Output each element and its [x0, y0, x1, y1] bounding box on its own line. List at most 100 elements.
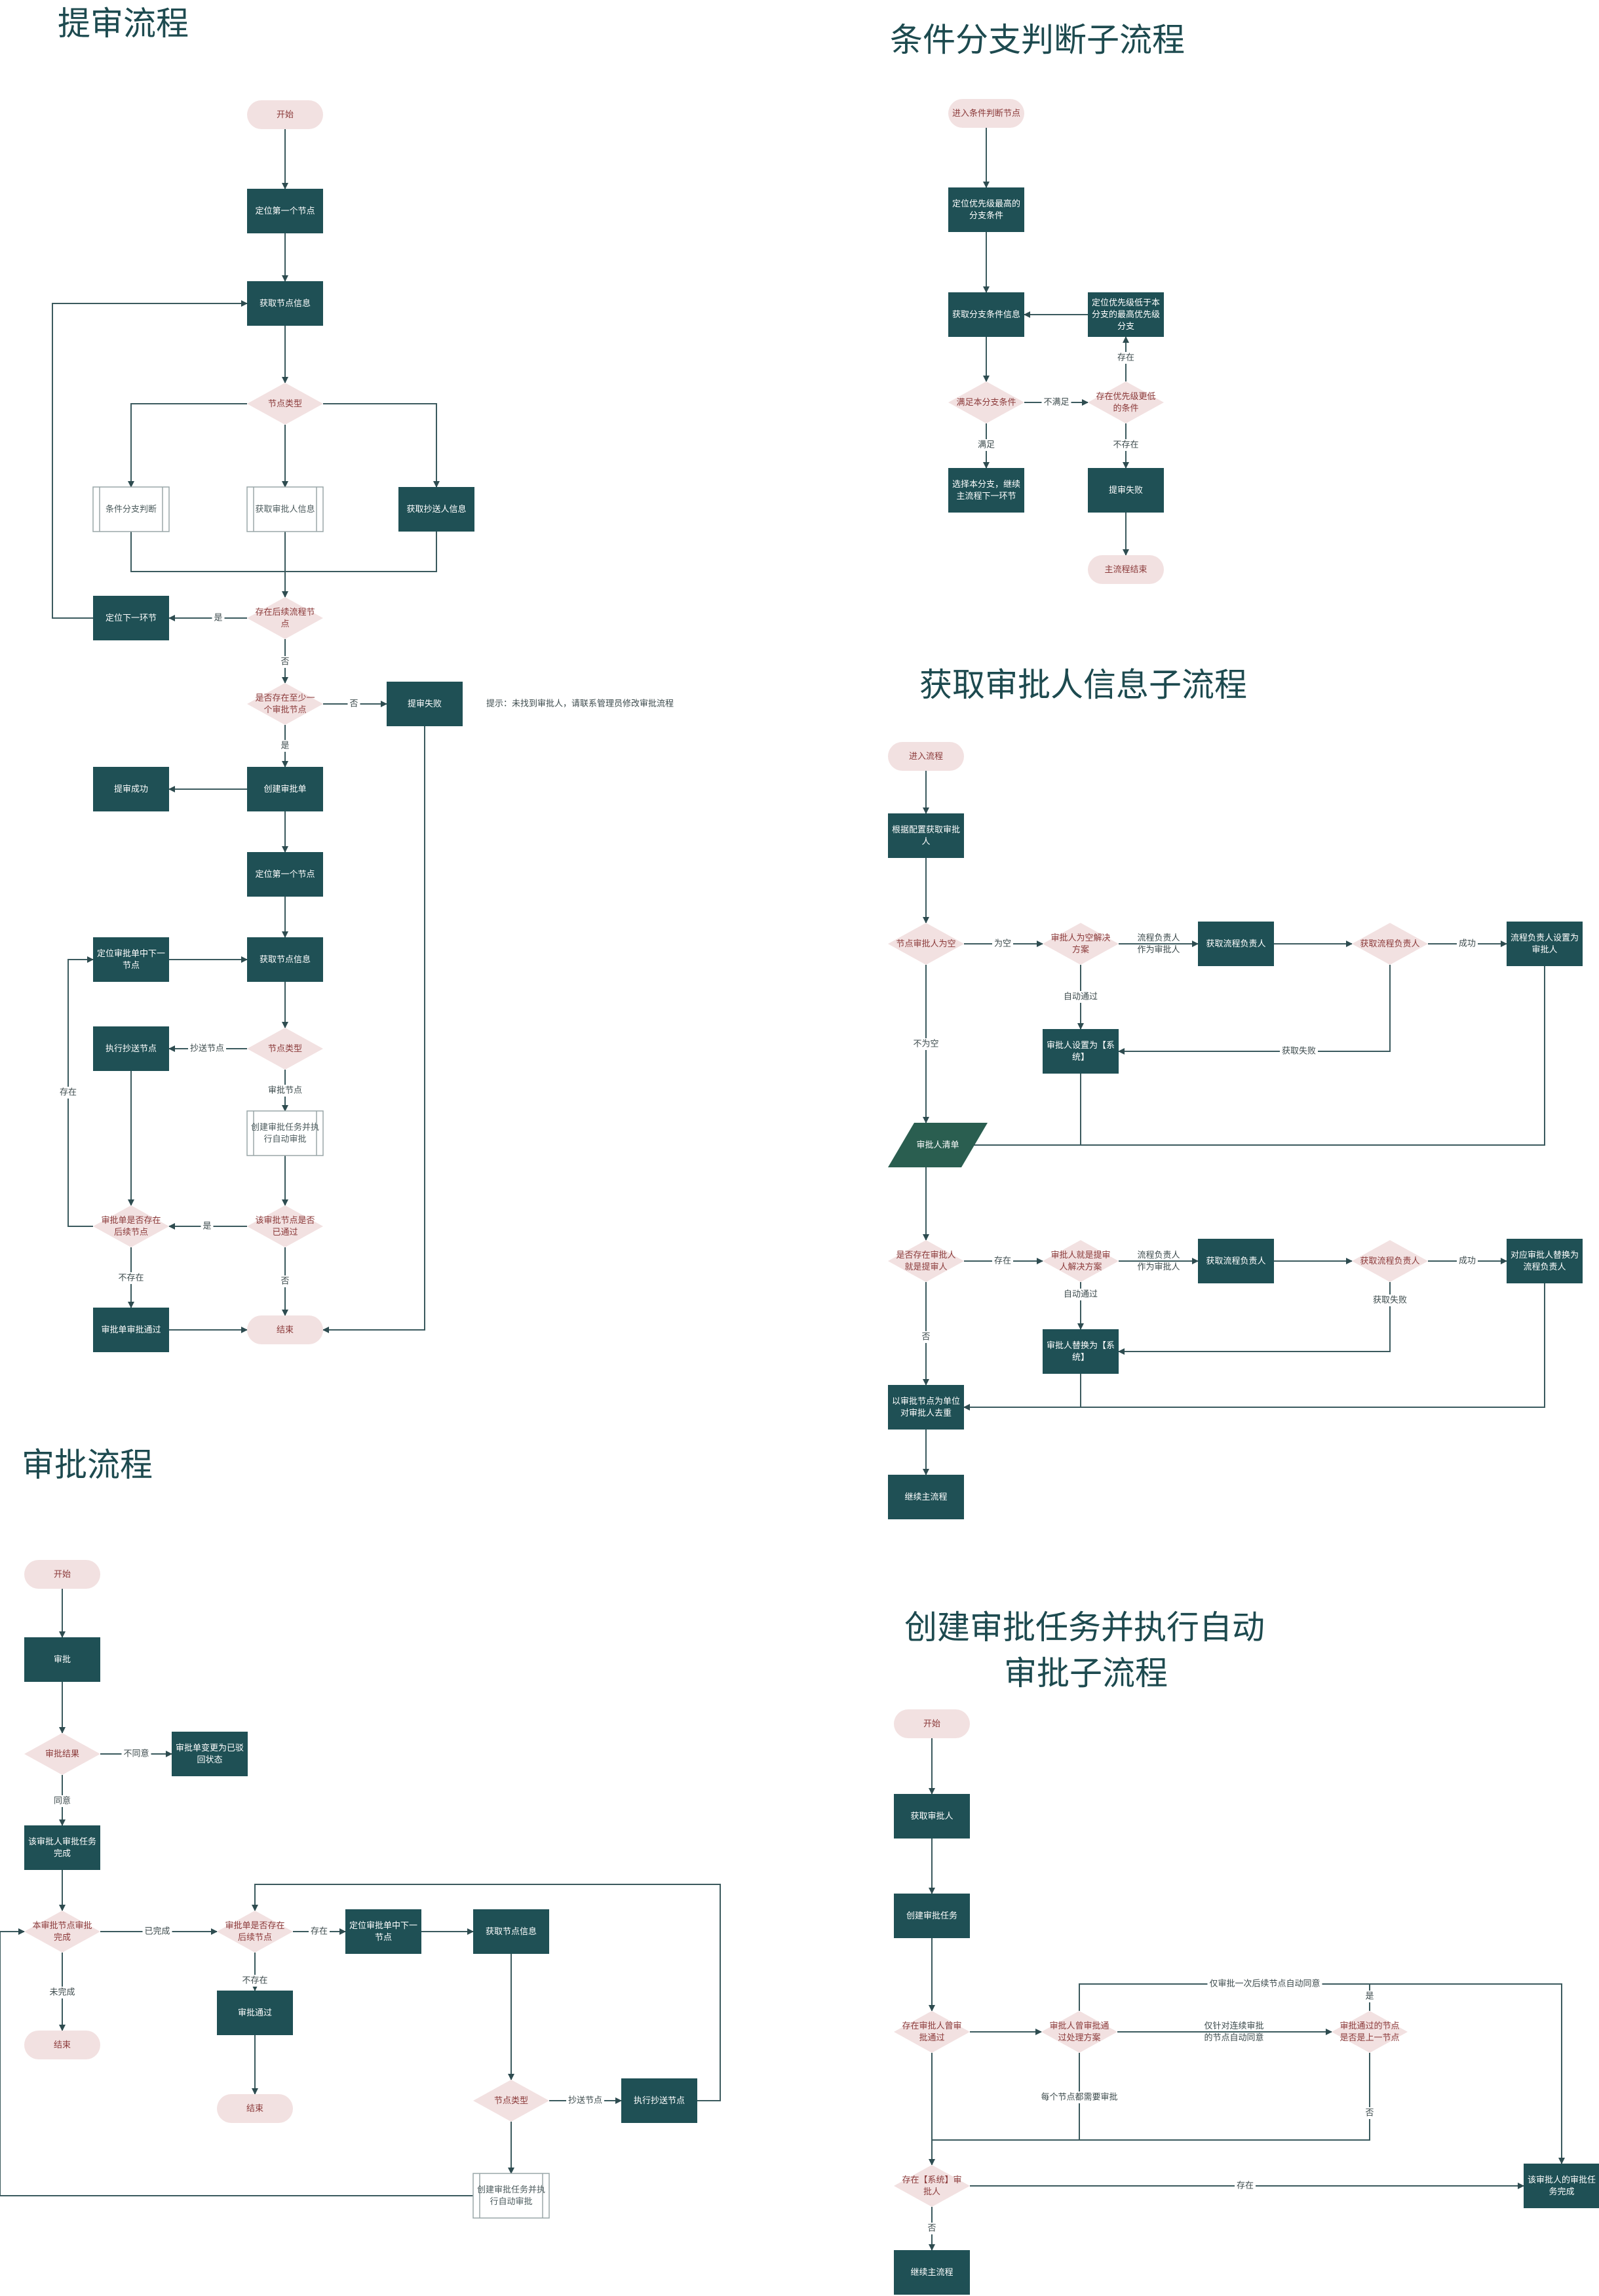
submit-nodes-task-passed-node: 该审批节点是否已通过	[247, 1205, 323, 1247]
approval-labels-exists-edge-label: 存在	[311, 1927, 328, 1937]
owner-as-label: 流程负责人作为审批人	[1137, 933, 1180, 955]
approver-nodes-is-empty-diamond	[888, 923, 964, 965]
submit-nodes-form-has-next-diamond	[93, 1205, 169, 1247]
submit-nodes-get-approver-node: 获取审批人信息	[246, 486, 324, 532]
approver-nodes-list-node: 审批人清单	[888, 1123, 988, 1167]
approver-labels-auto-pass-edge-label: 自动通过	[1064, 992, 1098, 1002]
submit-labels-not-exists-edge-label: 不存在	[118, 1274, 144, 1283]
approver-nodes-replace-owner-label: 对应审批人替换为流程负责人	[1511, 1250, 1579, 1272]
task-nodes-create-task-box	[894, 1894, 970, 1938]
approver-nodes-get-owner1-node: 获取流程负责人	[1198, 922, 1274, 966]
approval-nodes-rejected-node: 审批单变更为已驳回状态	[172, 1732, 248, 1776]
approver-labels-fail-edge-label: 获取失败	[1282, 1047, 1316, 1057]
approval-nodes-result-node: 审批结果	[24, 1733, 100, 1775]
approval-nodes-end2-pill	[217, 2094, 293, 2123]
approval-nodes-get-node-node: 获取节点信息	[473, 1909, 549, 1954]
approver-nodes-get-owner1-box	[1198, 922, 1274, 966]
branch-nodes-satisfy-diamond	[948, 381, 1024, 423]
approver-nodes-dedupe-node: 以审批节点为单位对审批人去重	[888, 1385, 964, 1430]
submit-nodes-form-passed-box	[93, 1308, 169, 1352]
approver-nodes-is-submitter-label: 是否存在审批人就是提审人	[896, 1251, 955, 1272]
branch-labels-satisfy-edge-label: 满足	[978, 440, 995, 450]
approval-nodes-task-done-box	[24, 1825, 100, 1870]
submit-nodes-get-node-box	[247, 281, 323, 326]
approver-nodes-empty-plan-diamond	[1043, 923, 1119, 965]
branch-nodes-get-branch-box	[948, 292, 1024, 337]
branch-nodes-locate-top-label: 定位优先级最高的分支条件	[952, 199, 1020, 221]
approver-nodes-get-owner2-box	[1198, 1239, 1274, 1283]
branch-nodes-has-lower-node: 存在优先级更低的条件	[1088, 381, 1164, 423]
approval-nodes-create-task-box	[472, 2173, 550, 2219]
approval-labels-disagree-edge-label: 不同意	[123, 1749, 149, 1759]
connector-line	[252, 1884, 721, 2101]
approval-labels-agree-edge-label: 同意	[54, 1796, 71, 1806]
connector-line	[963, 1283, 1545, 1411]
task-nodes-create-task-node: 创建审批任务	[894, 1894, 970, 1938]
approval-nodes-node-type-node: 节点类型	[473, 2080, 549, 2122]
submit-labels-yes2-edge-label: 是	[280, 741, 289, 751]
approval-labels-not-done-edge-label: 未完成	[49, 1988, 75, 1998]
submit-nodes-has-next-diamond	[247, 597, 323, 639]
task-labels-no2-edge-label: 否	[927, 2224, 936, 2234]
task-title-line1-heading: 创建审批任务并执行自动	[904, 1608, 1265, 1646]
approval-nodes-node-done-node: 本审批节点审批完成	[24, 1911, 100, 1953]
submit-nodes-locate-first2-box	[247, 852, 323, 897]
approval-nodes-approve-node: 审批	[24, 1637, 100, 1682]
submit-nodes-fail-label: 提审失败	[408, 699, 442, 709]
submit-nodes-has-next-label: 存在后续流程节点	[255, 608, 315, 629]
submit-note: 提示：未找到审批人，请联系管理员修改审批流程	[486, 699, 674, 709]
submit-nodes-cond-branch-box	[92, 486, 170, 532]
connector-line	[128, 403, 247, 488]
task-nodes-prev-same-node: 审批通过的节点是否是上一节点	[1332, 2011, 1408, 2053]
submit-nodes-node-type-label: 节点类型	[268, 399, 302, 409]
submit-nodes-locate-first-label: 定位第一个节点	[255, 206, 315, 216]
approval-title-heading: 审批流程	[22, 1446, 153, 1484]
approver-nodes-set-owner-box	[1507, 922, 1583, 966]
owner-as2-label: 流程负责人作为审批人	[1137, 1251, 1180, 1272]
approver-nodes-replace-system-node: 审批人替换为【系统】	[1043, 1329, 1119, 1374]
approver-nodes-enter-node: 进入流程	[888, 742, 964, 771]
approver-nodes-continue-label: 继续主流程	[904, 1492, 947, 1502]
approval-nodes-rejected-box	[172, 1732, 248, 1776]
submit-nodes-get-cc-label: 获取抄送人信息	[406, 504, 466, 515]
submit-nodes-create-task-box	[246, 1110, 324, 1156]
submit-nodes-form-passed-label: 审批单审批通过	[101, 1325, 161, 1335]
approval-nodes-node-done-label: 本审批节点审批完成	[32, 1921, 92, 1943]
approval-nodes-end1-label: 结束	[54, 2040, 71, 2050]
branch-nodes-select-node: 选择本分支，继续主流程下一环节	[948, 468, 1024, 513]
task-labels-yes-edge-label: 是	[1365, 1992, 1374, 2002]
branch-title-heading: 条件分支判断子流程	[890, 21, 1185, 59]
submit-nodes-node-type2-node: 节点类型	[247, 1028, 323, 1070]
owner-as2-label: 流程负责人作为审批人	[1137, 1251, 1180, 1272]
submit-nodes-end-node: 结束	[247, 1315, 323, 1344]
task-nodes-plan-node: 审批人曾审批通过处理方案	[1041, 2011, 1117, 2053]
submit-nodes-exec-cc-node: 执行抄送节点	[93, 1026, 169, 1071]
submit-nodes-locate-next-form-node: 定位审批单中下一节点	[93, 937, 169, 982]
task-nodes-prev-same-label: 审批通过的节点是否是上一节点	[1339, 2021, 1399, 2043]
branch-nodes-fail-box	[1088, 468, 1164, 513]
submit-nodes-get-node2-node: 获取节点信息	[247, 937, 323, 982]
branch-nodes-has-lower-label: 存在优先级更低的条件	[1096, 392, 1155, 414]
submit-nodes-locate-first2-label: 定位第一个节点	[255, 870, 315, 880]
submit-nodes-fail-box	[387, 682, 463, 726]
task-nodes-start-node: 开始	[894, 1709, 970, 1738]
submit-labels-exists-edge-label: 存在	[60, 1088, 77, 1098]
connector-line	[52, 300, 248, 619]
submit-nodes-locate-first2-node: 定位第一个节点	[247, 852, 323, 897]
submit-nodes-get-approver-label: 获取审批人信息	[255, 504, 315, 515]
approval-nodes-result-diamond	[24, 1733, 100, 1775]
approver-nodes-empty-plan-node: 审批人为空解决方案	[1043, 923, 1119, 965]
task-nodes-get-approver-label: 获取审批人	[910, 1812, 953, 1821]
approval-nodes-end2-node: 结束	[217, 2094, 293, 2123]
connector-line	[130, 532, 285, 572]
branch-nodes-satisfy-node: 满足本分支条件	[948, 381, 1024, 423]
branch-nodes-enter-pill	[948, 99, 1024, 128]
approval-nodes-result-label: 审批结果	[45, 1749, 79, 1759]
approver-nodes-submitter-plan-diamond	[1043, 1240, 1119, 1282]
submit-labels-no1-edge-label: 否	[280, 657, 289, 667]
submit-nodes-end-label: 结束	[277, 1325, 294, 1335]
approver-labels-success-edge-label: 成功	[1459, 939, 1476, 949]
approval-nodes-node-done-diamond	[24, 1911, 100, 1953]
approver-nodes-get-owner1-label: 获取流程负责人	[1206, 939, 1265, 949]
